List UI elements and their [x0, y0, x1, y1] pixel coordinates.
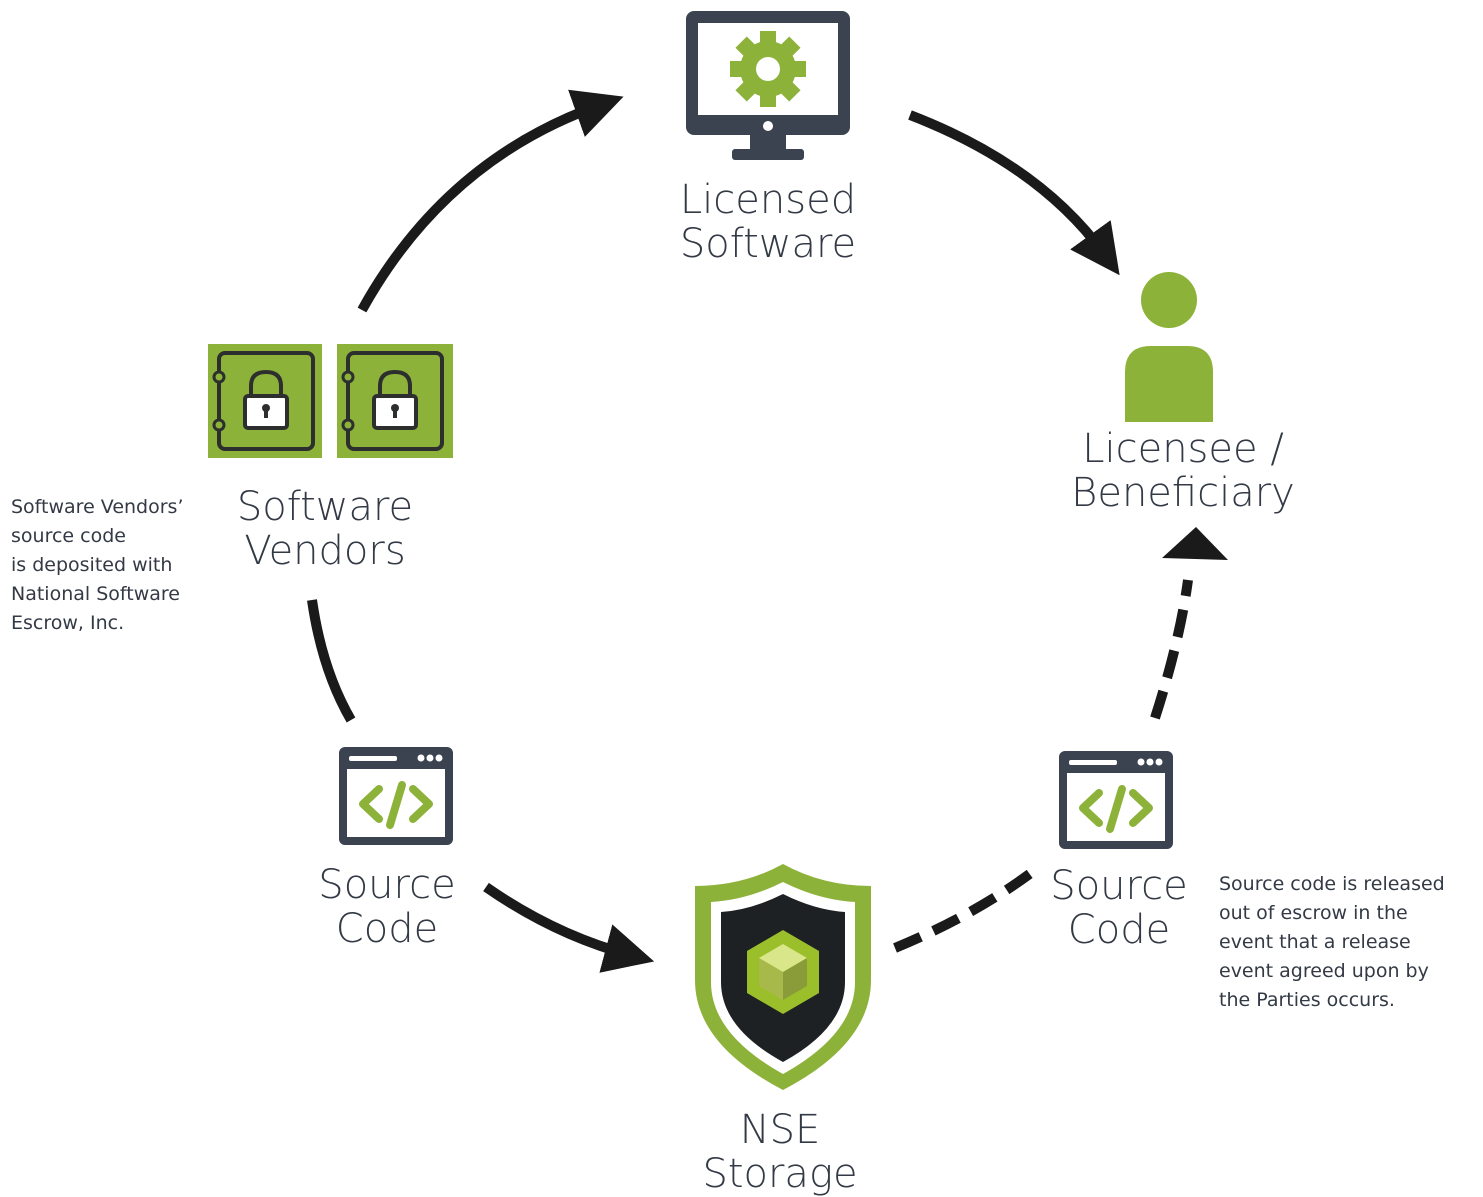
nse-storage-line-1: NSE [739, 1107, 821, 1153]
vendors-note-line-3: is deposited with [11, 554, 173, 576]
arrow-licensed-software-to-licensee [908, 110, 1120, 276]
dashed-nse-to-source-code [893, 865, 1038, 953]
licensed-software-line-1: Licensed [679, 177, 857, 223]
licensed-software-line-2: Software [679, 221, 857, 267]
nse-storage-label: NSE Storage [680, 1108, 880, 1196]
release-note-line-2: out of escrow in the [1219, 902, 1408, 924]
software-vendors-line-1: Software [236, 484, 414, 530]
arrow-vendors-to-licensed-software [357, 89, 624, 313]
nse-storage-line-2: Storage [702, 1151, 858, 1197]
source-code-left-label: Source Code [307, 863, 467, 951]
safe-lock-icon [208, 344, 453, 458]
monitor-gear-icon [686, 11, 850, 161]
release-note-line-3: event that a release [1219, 931, 1411, 953]
release-note-line-4: event agreed upon by [1219, 960, 1429, 982]
source-code-right-line-2: Code [1067, 907, 1171, 953]
source-code-left-line-2: Code [335, 906, 439, 952]
release-note: Source code is released out of escrow in… [1219, 870, 1445, 1015]
licensee-line-2: Beneficiary [1071, 470, 1295, 516]
vendors-note: Software Vendors’ source code is deposit… [11, 493, 183, 638]
vendors-note-line-4: National Software [11, 583, 180, 605]
licensee-label: Licensee / Beneficiary [1063, 427, 1303, 515]
release-note-line-5: the Parties occurs. [1219, 989, 1395, 1011]
arrowhead-to-licensee [1162, 527, 1228, 560]
dashed-source-code-to-licensee [1150, 579, 1193, 720]
line-vendors-to-source-code [307, 599, 356, 723]
code-window-icon [339, 747, 453, 845]
vendors-note-line-1: Software Vendors’ [11, 496, 184, 518]
arrow-source-code-to-nse [483, 882, 655, 973]
software-vendors-label: Software Vendors [225, 485, 425, 573]
source-code-left-line-1: Source [318, 862, 456, 908]
shield-cube-icon [693, 862, 873, 1092]
licensed-software-label: Licensed Software [668, 178, 868, 266]
source-code-right-line-1: Source [1050, 863, 1188, 909]
software-vendors-line-2: Vendors [244, 528, 406, 574]
person-icon [1123, 272, 1215, 424]
source-code-right-label: Source Code [1039, 864, 1199, 952]
licensee-line-1: Licensee / [1082, 426, 1284, 472]
release-note-line-1: Source code is released [1219, 873, 1445, 895]
code-window-icon [1059, 751, 1173, 849]
vendors-note-line-5: Escrow, Inc. [11, 612, 125, 634]
vendors-note-line-2: source code [11, 525, 126, 547]
